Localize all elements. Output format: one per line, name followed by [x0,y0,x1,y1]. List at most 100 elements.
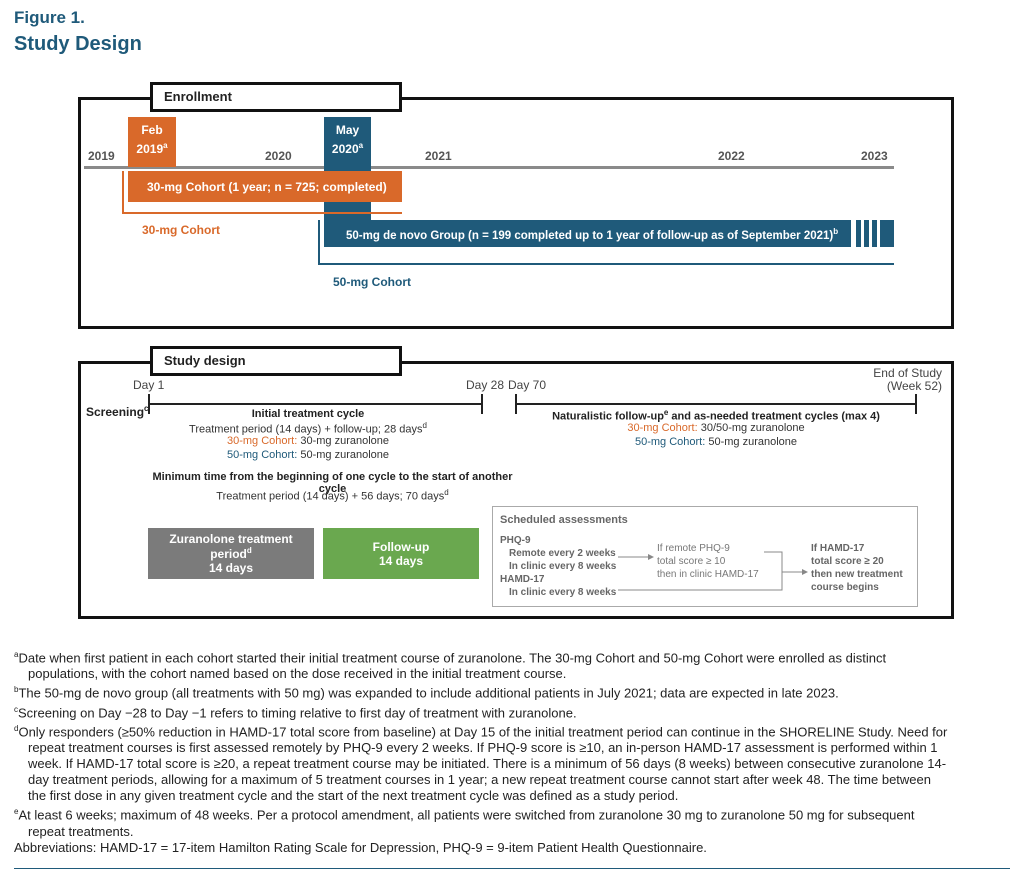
end-of-study-line1: End of Study [873,366,942,380]
zuranolone-box-line1-wrap: Zuranolone treatment periodd [148,532,314,561]
footnote-d-line3: week. If HAMD-17 total score is ≥20, a r… [28,756,947,772]
denovo-bar: 50-mg de novo Group (n = 199 completed u… [324,220,851,247]
assessments-list: PHQ-9 Remote every 2 weeks In clinic eve… [500,534,616,599]
footnote-e: eAt least 6 weeks; maximum of 48 weeks. … [14,804,1010,823]
screening-text: Screening [86,405,145,419]
figure-label: Figure 1. [14,8,85,27]
cond-line3: then in clinic HAMD-17 [657,569,759,580]
natural-50: 50-mg Cohort: 50-mg zuranolone [515,436,917,448]
zuranolone-treatment-box: Zuranolone treatment periodd 14 days [148,528,314,579]
min-time-title: Minimum time from the beginning of one c… [148,471,517,495]
assessment-flow-arrows [618,551,808,591]
natural-50-cohort-label: 50-mg Cohort: [634,436,706,448]
natural-title: Naturalistic follow-upe and as-needed tr… [515,408,917,423]
phq-clinic: In clinic every 8 weeks [509,561,617,572]
enrollment-timeline [84,166,894,169]
denovo-bar-label: 50-mg de novo Group (n = 199 completed u… [346,229,834,242]
footnote-b-sup: b [14,685,19,695]
initial-cycle-30: 30-mg Cohort: 30-mg zuranolone [148,435,468,447]
denovo-bar-sup: b [833,227,839,236]
follow-up-box-line2: 14 days [378,553,424,568]
min-time-detail: Treatment period (14 days) + 56 days; 70… [148,488,517,503]
result-line4: course begins [811,582,879,593]
hamd-heading: HAMD-17 [500,574,545,585]
cohort-30-bracket-v [122,171,124,214]
natural-30: 30-mg Cohort: 30/50-mg zuranolone [515,422,917,434]
year-2023: 2023 [861,149,888,163]
footnote-d: dOnly responders (≥50% reduction in HAMD… [14,721,1010,740]
denovo-stripe-4 [880,220,894,247]
zuranolone-box-line2: 14 days [208,561,254,575]
day-28-label: Day 28 [466,378,505,392]
result-line2: total score ≥ 20 [811,556,884,567]
footnote-a: aDate when first patient in each cohort … [14,647,1010,666]
footnote-b-line1: The 50-mg de novo group (all treatments … [18,685,839,701]
result-line1: If HAMD-17 [811,543,865,554]
end-of-study-line2: (Week 52) [886,379,942,393]
cond-line2: total score ≥ 10 [657,556,726,567]
min-time-detail-sup: d [444,488,449,497]
footnote-e-line1: At least 6 weeks; maximum of 48 weeks. P… [18,807,915,823]
bottom-rule [14,868,1010,869]
footnote-d-line5: the first dose in any given treatment cy… [28,788,679,804]
footnote-d-line4: day treatment periods, allowing for a ma… [28,772,931,788]
natural-title-b: and as-needed treatment cycles (max 4) [668,410,880,423]
year-2019: 2019 [88,149,115,163]
zuranolone-box-sup: d [246,546,252,555]
initial-cycle-tick-right [481,394,483,414]
assessment-result: If HAMD-17 total score ≥ 20 then new tre… [811,542,903,594]
may-marker-year: 2020 [331,142,359,156]
denovo-stripe-3 [872,220,877,247]
footnote-c-line1: Screening on Day −28 to Day −1 refers to… [18,704,577,720]
denovo-stripe-2 [864,220,869,247]
natural-50-value: 50-mg zuranolone [708,436,798,448]
natural-tick-right [915,394,917,414]
cohort-50-bracket-h [318,263,894,265]
cohort-30-bar: 30-mg Cohort (1 year; n = 725; completed… [128,171,402,202]
footnote-b: bThe 50-mg de novo group (all treatments… [14,682,1010,701]
assessment-condition: If remote PHQ-9 total score ≥ 10 then in… [657,542,759,581]
arrow-cond-to-result [764,551,804,573]
footnote-d-line1: Only responders (≥50% reduction in HAMD-… [18,724,948,740]
initial-30-cohort-label: 30-mg Cohort: [226,435,298,447]
may-2020-marker: May 2020a [324,117,371,167]
footnote-e-sup: e [14,807,19,817]
screening-sup: c [144,404,149,413]
initial-50-cohort-label: 50-mg Cohort: [226,449,298,461]
arrow-cond-head [802,569,808,575]
initial-cycle-detail-text: Treatment period (14 days) + follow-up; … [189,423,423,436]
assessments-title: Scheduled assessments [500,514,628,526]
denovo-stripe-1 [856,220,861,247]
cohort-30-bracket-h [122,212,402,214]
feb-marker-year: 2019 [136,142,164,156]
initial-30-value: 30-mg zuranolone [300,435,390,447]
phq-heading: PHQ-9 [500,535,531,546]
cond-line1: If remote PHQ-9 [657,543,730,554]
footnote-c-sup: c [14,704,18,714]
initial-cycle-bracket [148,403,482,405]
year-2020: 2020 [265,149,292,163]
footnotes: aDate when first patient in each cohort … [14,647,1010,856]
arrow-result-back [618,572,783,591]
enrollment-tag: Enrollment [150,82,402,112]
cohort-30-bar-text: 30-mg Cohort (1 year; n = 725; completed… [147,180,387,194]
denovo-bar-text: 50-mg de novo Group (n = 199 completed u… [346,227,838,242]
figure-title: Study Design [14,33,142,55]
footnote-d-sup: d [14,723,19,733]
feb-2019-marker: Feb 2019a [128,117,176,167]
cohort-30-label: 30-mg Cohort [142,223,220,237]
initial-cycle-detail: Treatment period (14 days) + follow-up; … [148,421,468,436]
natural-title-a: Naturalistic follow-up [552,410,664,423]
feb-marker-month: Feb [141,123,163,137]
follow-up-box: Follow-up 14 days [323,528,479,579]
year-2021: 2021 [425,149,452,163]
end-of-study-label: End of Study (Week 52) [860,367,942,393]
initial-50-value: 50-mg zuranolone [300,449,390,461]
year-2022: 2022 [718,149,745,163]
natural-bracket [515,403,917,405]
screening-label: Screeningc [86,404,148,419]
phq-remote: Remote every 2 weeks [509,548,616,559]
initial-cycle-detail-sup: d [422,421,427,430]
day-1-label: Day 1 [133,378,165,392]
natural-30-cohort-label: 30-mg Cohort: [627,422,698,434]
